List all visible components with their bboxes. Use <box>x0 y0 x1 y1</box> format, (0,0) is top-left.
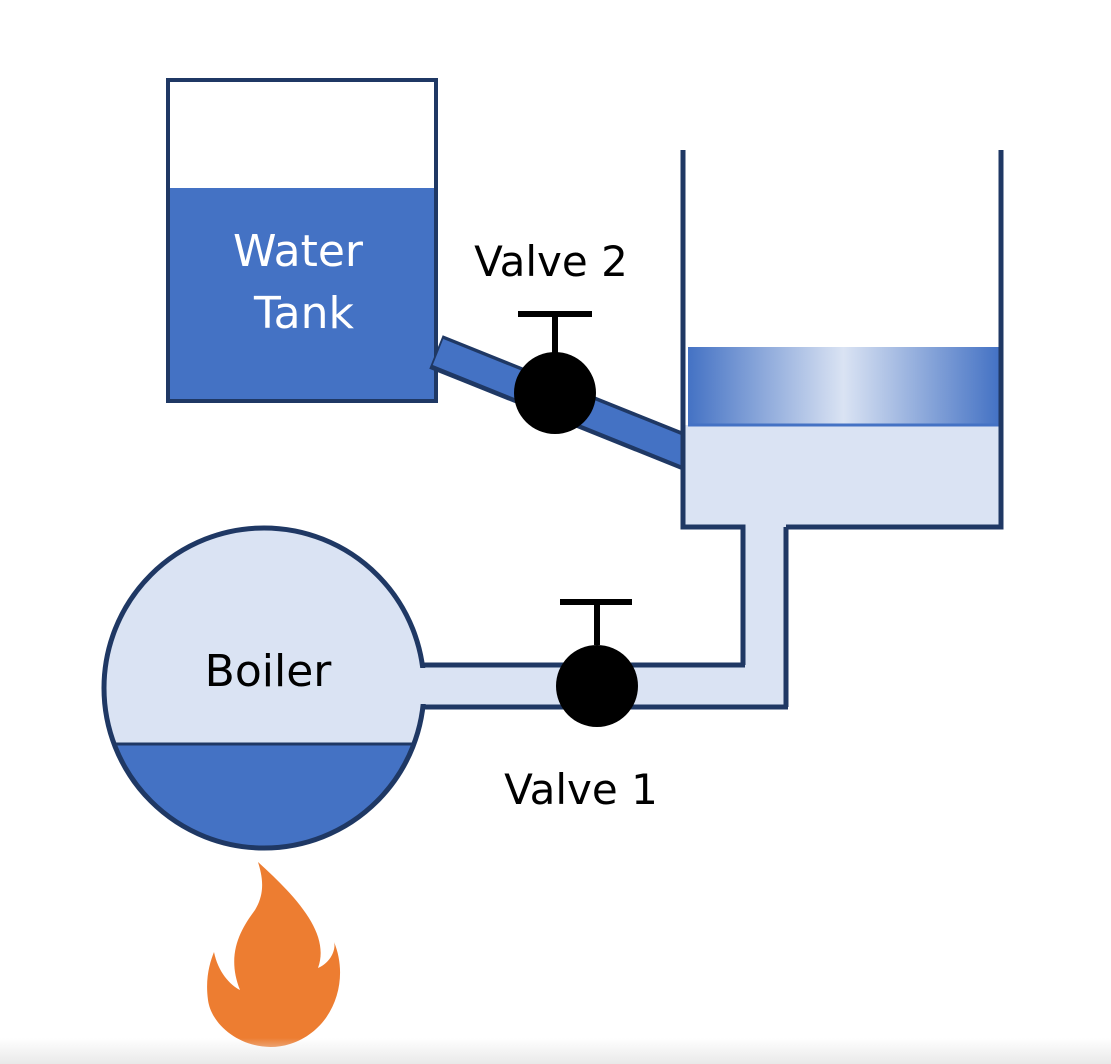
down-pipe-water <box>743 525 786 707</box>
steam-drum <box>680 150 1004 707</box>
water-tank-outline <box>166 78 438 403</box>
boiler: Boiler <box>101 525 432 851</box>
steam-drum-water <box>683 425 1001 527</box>
steam-drum-outline <box>680 150 1004 707</box>
boiler-label: Boiler <box>205 646 333 697</box>
water-tank-label-line1: Water <box>233 226 364 277</box>
water-tank-water <box>168 188 436 401</box>
water-tank-empty-space <box>168 80 436 188</box>
valve-1-body <box>556 645 638 727</box>
piston-float <box>688 347 999 425</box>
valve-2: Valve 2 <box>474 237 628 434</box>
valve-1: Valve 1 <box>504 599 658 814</box>
valve-1-label: Valve 1 <box>504 765 658 814</box>
flame-icon <box>207 862 341 1047</box>
valve-2-label: Valve 2 <box>474 237 628 286</box>
flame-shape <box>207 862 341 1047</box>
boiler-pipe-joint <box>418 668 432 704</box>
water-tank-label-line2: Tank <box>253 288 354 339</box>
valve-2-body <box>514 352 596 434</box>
water-tank: Water Tank <box>166 78 438 403</box>
